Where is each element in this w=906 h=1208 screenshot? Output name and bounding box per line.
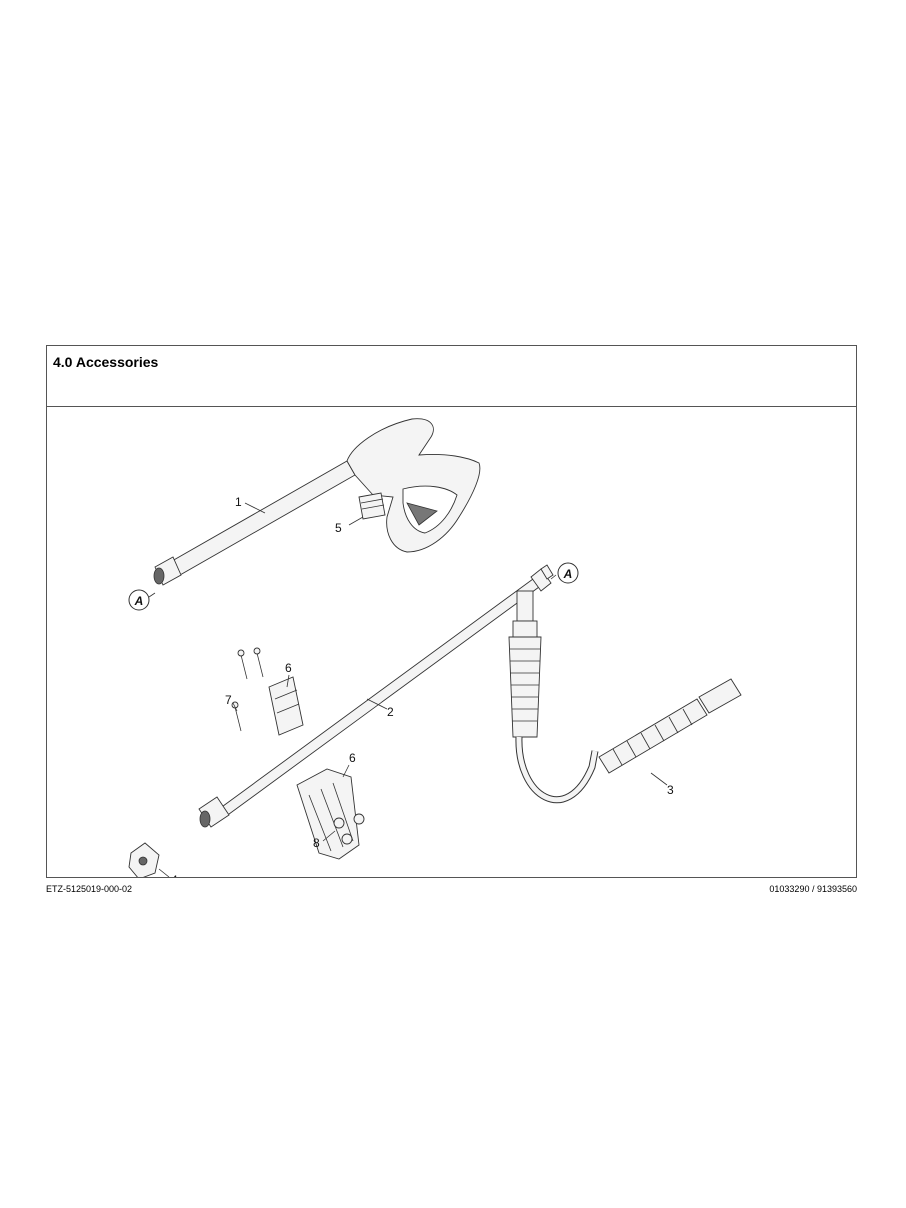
hose-part	[508, 590, 742, 804]
callout-4-label: 4	[171, 873, 178, 877]
callout-3: 3	[650, 772, 674, 797]
callout-1: 1	[235, 495, 266, 514]
section-title: 4.0 Accessories	[53, 354, 159, 370]
lance-part	[198, 564, 554, 828]
callout-7: 7	[225, 693, 238, 712]
callout-6-upper-label: 6	[285, 661, 292, 675]
callout-5: 5	[335, 516, 364, 535]
document-id: ETZ-5125019-000-02	[46, 884, 133, 894]
callout-5-label: 5	[335, 521, 342, 535]
callout-2-label: 2	[387, 705, 394, 719]
screws-part	[231, 647, 264, 732]
exploded-parts-drawing: A A 1 5 2 3 4 6	[128, 418, 742, 877]
callout-8: 8	[313, 830, 336, 850]
ref-a-right-label: A	[563, 567, 573, 581]
callout-8-label: 8	[313, 836, 320, 850]
callout-6-upper: 6	[285, 661, 292, 688]
callout-6-lower-label: 6	[349, 751, 356, 765]
section-header: 4.0 Accessories	[47, 346, 856, 407]
diagram-frame: 4.0 Accessories	[46, 345, 857, 878]
ref-a-left-label: A	[134, 594, 144, 608]
callout-4: 4	[158, 868, 178, 877]
reference-marker-a-left: A	[128, 589, 156, 611]
callout-1-label: 1	[235, 495, 242, 509]
callout-7-label: 7	[225, 693, 232, 707]
nuts-part	[333, 813, 365, 845]
reference-marker-a-right: A	[550, 562, 579, 584]
part-numbers: 01033290 / 91393560	[769, 884, 857, 894]
callout-3-label: 3	[667, 783, 674, 797]
nozzle-knob-part	[128, 842, 160, 877]
trigger-gun-part	[153, 418, 481, 586]
callout-6-lower: 6	[342, 751, 356, 778]
callout-2: 2	[366, 698, 394, 719]
